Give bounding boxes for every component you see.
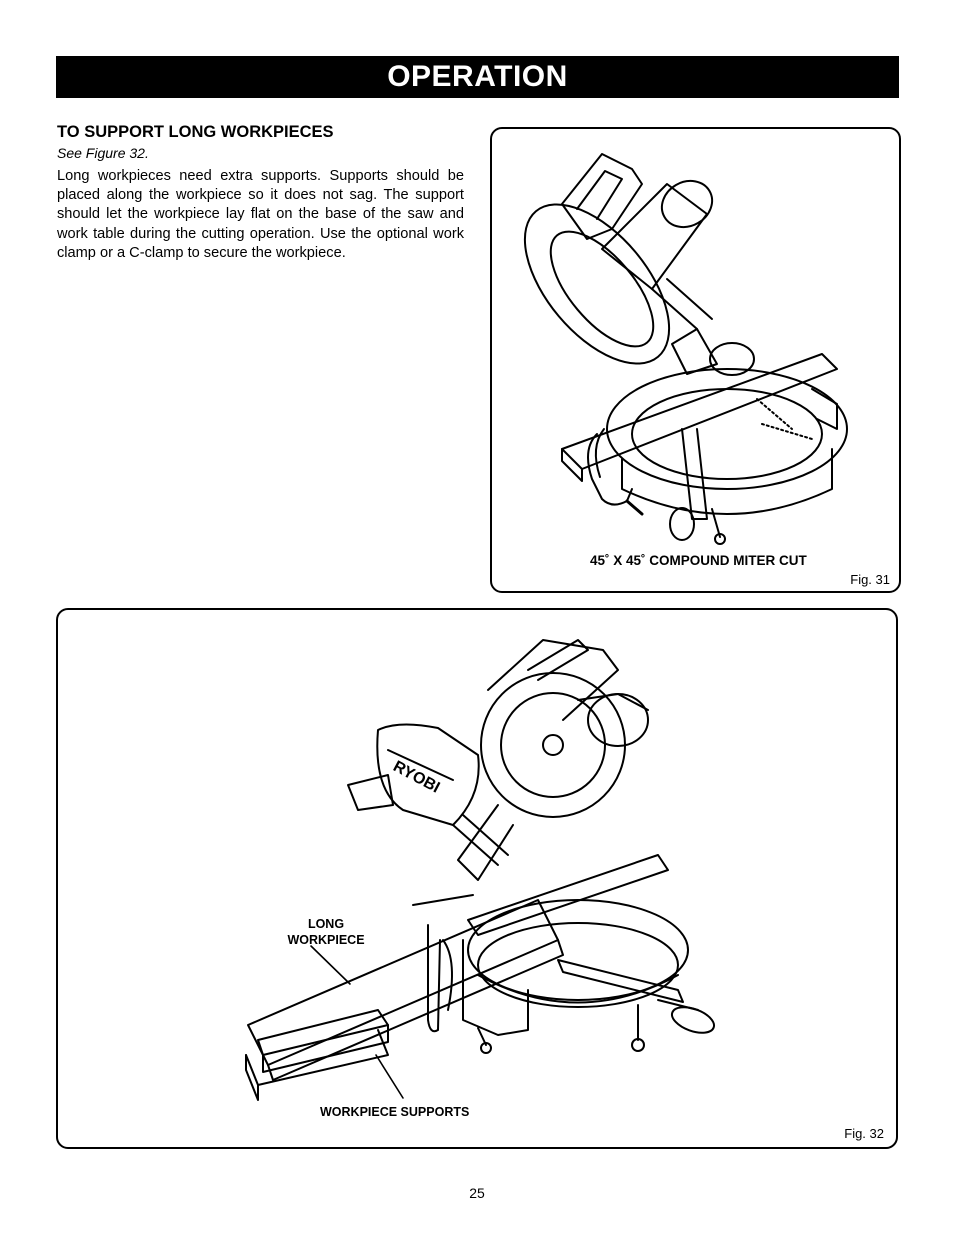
miter-saw-with-supports-illustration: RYOBI (245, 639, 716, 1101)
figure-32-label: Fig. 32 (844, 1126, 884, 1141)
section-title: TO SUPPORT LONG WORKPIECES (57, 123, 334, 141)
figure-31-label: Fig. 31 (850, 572, 890, 587)
figure-32-box: RYOBI LONG WORKPIECE WORKPIECE SUPPORTS … (56, 608, 898, 1149)
workpiece-supports-callout: WORKPIECE SUPPORTS (320, 1105, 470, 1119)
figure-reference: See Figure 32. (57, 145, 149, 161)
figure-31-box: 45˚ X 45˚ COMPOUND MITER CUT Fig. 31 (490, 127, 901, 593)
section-header: OPERATION (56, 56, 899, 98)
page-number: 25 (469, 1185, 485, 1201)
figure-31-caption: 45˚ X 45˚ COMPOUND MITER CUT (590, 553, 807, 568)
long-workpiece-callout-line1: LONG (307, 917, 345, 931)
long-workpiece-callout: LONG WORKPIECE (276, 916, 376, 948)
body-paragraph: Long workpieces need extra supports. Sup… (57, 168, 464, 261)
compound-miter-saw-illustration (523, 153, 848, 545)
header-title: OPERATION (387, 60, 568, 93)
long-workpiece-callout-line2: WORKPIECE (287, 933, 365, 947)
